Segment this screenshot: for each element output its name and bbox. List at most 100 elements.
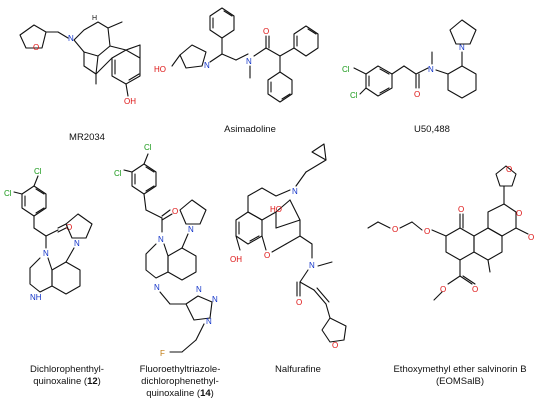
structure-u50488: Cl Cl O N N	[342, 19, 477, 100]
u50488-cl-2: Cl	[350, 91, 358, 100]
c12-n-pyrrolidine: N	[74, 239, 80, 248]
structure-compound-12: Cl Cl O N NH N	[4, 167, 93, 302]
caption-asimadoline-text: Asimadoline	[224, 124, 276, 135]
nalfurafine-benzene	[235, 211, 263, 245]
eomsalb-furan	[495, 165, 517, 187]
caption-compound-12-line2: quinoxaline (	[33, 376, 88, 387]
structure-asimadoline: N HO N O	[154, 7, 319, 103]
structure-nalfurafine: N HO OH O N O O	[230, 143, 347, 350]
caption-nalfurafine: Nalfurafine	[258, 364, 338, 376]
eomsalb-o-lactone: O	[516, 209, 522, 218]
caption-eomsalb: Ethoxymethyl ether salvinorin B (EOMSalB…	[372, 364, 548, 388]
eomsalb-ring-a	[445, 227, 475, 261]
c14-pyrrolidine	[179, 199, 207, 225]
asimadoline-pyrrolidine	[179, 44, 207, 69]
c14-n-triazole-2: N	[212, 295, 218, 304]
u50488-cyclohexane	[447, 65, 477, 99]
c14-o: O	[172, 207, 178, 216]
c12-pyrrolidine	[65, 213, 93, 239]
caption-eomsalb-line1: Ethoxymethyl ether salvinorin B	[393, 364, 527, 375]
caption-compound-12: Dichlorophenthyl- quinoxaline (12)	[12, 364, 122, 388]
nalfurafine-furan	[321, 317, 347, 343]
caption-mr2034-text: MR2034	[69, 132, 105, 143]
c14-benzene	[131, 163, 157, 195]
nalfurafine-ho: HO	[270, 205, 282, 214]
c12-cyclohexane	[51, 261, 81, 295]
u50488-cl-1: Cl	[342, 65, 350, 74]
eomsalb-o-ether-2: O	[392, 225, 398, 234]
u50488-o: O	[414, 90, 420, 99]
caption-mr2034: MR2034	[52, 132, 122, 144]
asimadoline-phenyl-1	[209, 7, 235, 39]
nalfurafine-cyclopropyl	[311, 143, 327, 161]
asimadoline-o: O	[263, 27, 269, 36]
c14-triazole	[185, 295, 213, 321]
caption-u50488-text: U50,488	[414, 124, 450, 135]
caption-compound-14-line2: dichlorophenethyl-	[141, 376, 219, 387]
caption-compound-14: Fluoroethyltriazole- dichlorophenethyl- …	[120, 364, 240, 400]
caption-compound-12-line1: Dichlorophenthyl-	[30, 364, 104, 375]
nalfurafine-n1: N	[292, 187, 298, 196]
caption-compound-14-ref: 14	[200, 388, 211, 399]
structure-compound-14: Cl Cl O N N N N N N F	[114, 143, 218, 358]
caption-nalfurafine-text: Nalfurafine	[275, 364, 321, 375]
caption-compound-14-line3: quinoxaline (	[146, 388, 201, 399]
caption-compound-14-line1: Fluoroethyltriazole-	[139, 364, 221, 375]
caption-compound-12-close: )	[97, 376, 101, 387]
nalfurafine-oh: OH	[230, 255, 242, 264]
mr2034-n: N	[68, 34, 74, 43]
eomsalb-o-ketone: O	[458, 205, 464, 214]
c14-cl-1: Cl	[114, 169, 122, 178]
asimadoline-phenyl-2	[293, 25, 319, 57]
c12-benzene	[21, 185, 47, 217]
eomsalb-o-ester: O	[440, 285, 446, 294]
structure-eomsalb: O O O O O O O O	[367, 165, 534, 301]
c14-n2: N	[154, 283, 160, 292]
c14-n-triazole-3: N	[206, 317, 212, 326]
c14-piperazine	[145, 243, 169, 279]
caption-eomsalb-line2: (EOMSalB)	[435, 376, 485, 387]
c12-cl-1: Cl	[4, 189, 12, 198]
u50488-pyrrolidine	[449, 19, 477, 45]
eomsalb-ring-b	[473, 227, 503, 261]
eomsalb-o-ether-1: O	[424, 227, 430, 236]
nalfurafine-o-furan: O	[332, 341, 338, 350]
c14-n1: N	[158, 235, 164, 244]
eomsalb-o-furan: O	[506, 165, 512, 174]
nalfurafine-o-amide: O	[296, 298, 302, 307]
caption-compound-12-ref: 12	[87, 376, 98, 387]
mr2034-thf-ring	[19, 24, 47, 49]
c12-cl-2: Cl	[34, 167, 42, 176]
c12-o: O	[66, 223, 72, 232]
mr2034-oh: OH	[124, 97, 136, 106]
u50488-benzene	[365, 65, 393, 97]
c12-nh: NH	[30, 293, 42, 302]
mr2034-benzene	[111, 49, 141, 85]
caption-compound-14-close: )	[210, 388, 214, 399]
c12-piperazine	[29, 257, 53, 293]
caption-asimadoline: Asimadoline	[210, 124, 290, 136]
u50488-n-amide: N	[428, 65, 434, 74]
c14-cl-2: Cl	[144, 143, 152, 152]
asimadoline-n1: N	[204, 61, 210, 70]
nalfurafine-n2: N	[309, 261, 315, 270]
asimadoline-n2: N	[246, 57, 252, 66]
caption-u50488: U50,488	[392, 124, 472, 136]
c14-n-pyrrolidine: N	[188, 225, 194, 234]
asimadoline-phenyl-3	[267, 71, 293, 103]
c14-n-triazole-1: N	[196, 285, 202, 294]
asimadoline-ho: HO	[154, 65, 166, 74]
u50488-n-pyrrolidine: N	[459, 43, 465, 52]
eomsalb-lactone	[487, 203, 517, 237]
eomsalb-o-carbonyl-1: O	[528, 233, 534, 242]
nalfurafine-o-bridge: O	[264, 251, 270, 260]
mr2034-h: H	[92, 15, 97, 22]
c12-n1: N	[43, 249, 49, 258]
structure-mr2034: O N H OH	[19, 15, 141, 106]
c14-cyclohexane	[167, 247, 197, 281]
eomsalb-o-ester-carbonyl: O	[472, 285, 478, 294]
c14-f: F	[160, 349, 165, 358]
mr2034-o-thf: O	[33, 43, 39, 52]
